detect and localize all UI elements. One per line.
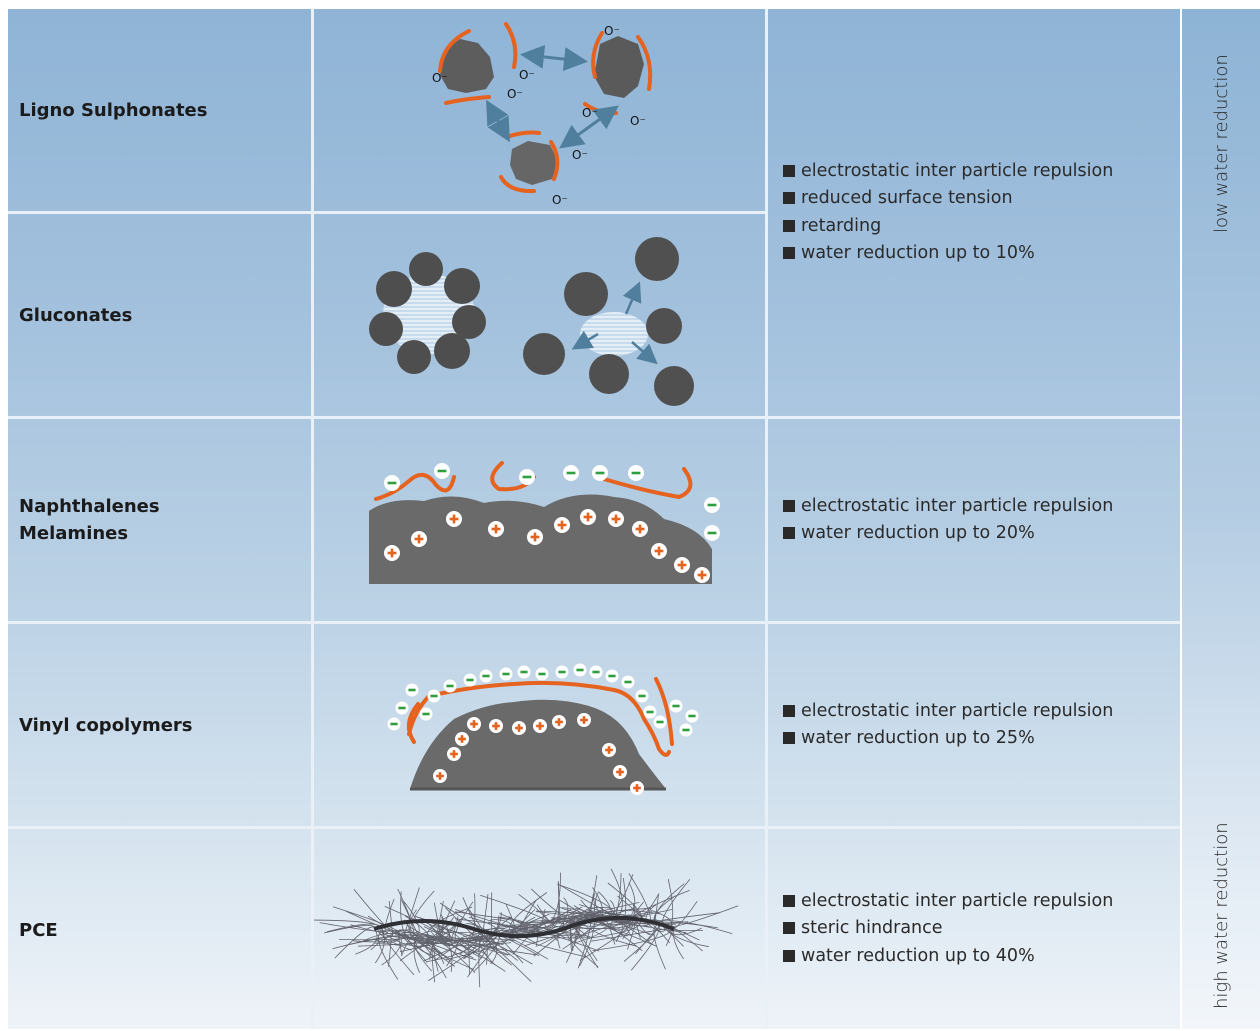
bullet-square-icon	[783, 164, 795, 177]
bullet-square-icon	[783, 219, 795, 232]
list-item: steric hindrance	[783, 915, 1113, 943]
bullet-square-icon	[783, 247, 795, 259]
bullet-square-icon	[783, 922, 795, 935]
admixture-name: PCE	[19, 919, 58, 941]
illustration-cell	[314, 624, 765, 826]
divider	[8, 621, 1180, 624]
description-cell-1: electrostatic inter particle repulsion r…	[768, 9, 1180, 416]
row-vinyl-copolymers: Vinyl copolymers	[8, 624, 1180, 826]
list-item: water reduction up to 25%	[783, 725, 1113, 753]
property-list: electrostatic inter particle repulsion s…	[768, 888, 1113, 971]
particle	[564, 272, 608, 316]
admixture-name: Naphthalenes	[19, 496, 160, 517]
list-item: electrostatic inter particle repulsion	[783, 158, 1113, 186]
admixture-name: Ligno Sulphonates	[19, 99, 208, 121]
particle-2	[594, 36, 644, 98]
charge-label: O⁻	[582, 106, 598, 120]
bullet-square-icon	[783, 894, 795, 907]
row-gluconates: Gluconates	[8, 214, 1180, 416]
bullet-square-icon	[783, 704, 795, 717]
particle	[397, 340, 431, 374]
row-naphthalenes-melamines: Naphthalenes Melamines	[8, 419, 1180, 621]
gluconate-illustration	[369, 237, 694, 406]
illustration-cell: O⁻ O⁻ O⁻ O⁻ O⁻ O⁻ O⁻ O⁻	[314, 9, 765, 211]
particle	[369, 312, 403, 346]
bullet-square-icon	[783, 527, 795, 539]
description-cell-4: electrostatic inter particle repulsion s…	[768, 829, 1180, 1029]
particle-3	[510, 141, 558, 185]
charge-label: O⁻	[432, 71, 448, 85]
list-item: water reduction up to 10%	[783, 240, 1113, 268]
description-cell-3: electrostatic inter particle repulsion w…	[768, 624, 1180, 826]
row-ligno-sulphonates: Ligno Sulphonates	[8, 9, 1180, 211]
particle	[646, 308, 682, 344]
property-list: electrostatic inter particle repulsion w…	[768, 493, 1113, 548]
list-item: reduced surface tension	[783, 185, 1113, 213]
list-item: water reduction up to 20%	[783, 520, 1113, 548]
name-cell: PCE	[8, 829, 311, 1031]
charge-label: O⁻	[572, 148, 588, 162]
particle	[434, 333, 470, 369]
illustration-cell	[314, 829, 765, 1031]
divider	[8, 826, 1180, 829]
charge-label: O⁻	[604, 24, 620, 38]
water-reduction-scale: low water reduction high water reduction	[1182, 9, 1260, 1029]
property-list: electrostatic inter particle repulsion w…	[768, 698, 1113, 753]
divider	[311, 9, 314, 1029]
particle-1	[440, 39, 494, 93]
particle	[523, 333, 565, 375]
row-pce: PCE	[8, 829, 1180, 1031]
charge-label: O⁻	[507, 87, 523, 101]
name-cell: Naphthalenes Melamines	[8, 419, 311, 621]
illustration-cell	[314, 214, 765, 416]
particle	[409, 252, 443, 286]
pce-polymer-brush-illustration	[314, 868, 739, 988]
name-cell: Vinyl copolymers	[8, 624, 311, 826]
particle	[444, 268, 480, 304]
list-item: electrostatic inter particle repulsion	[783, 493, 1113, 521]
charge-label: O⁻	[552, 193, 568, 207]
bullet-square-icon	[783, 192, 795, 204]
cement-surface	[410, 699, 666, 789]
scale-bottom-label: high water reduction	[1211, 822, 1232, 1009]
naphthalene-surface-illustration	[369, 461, 720, 584]
particle	[376, 271, 412, 307]
divider	[8, 211, 768, 214]
vinyl-copolymer-illustration	[387, 663, 699, 795]
charge-label: O⁻	[519, 68, 535, 82]
divider	[765, 9, 768, 1029]
property-list: electrostatic inter particle repulsion r…	[768, 158, 1113, 268]
table-body: Ligno Sulphonates	[8, 9, 1180, 1029]
scale-top-label: low water reduction	[1211, 54, 1232, 233]
admixture-comparison-table: Ligno Sulphonates	[8, 9, 1260, 1029]
illustration-cell	[314, 419, 765, 621]
admixture-name: Vinyl copolymers	[19, 714, 193, 736]
charge-label: O⁻	[630, 114, 646, 128]
particle	[654, 366, 694, 406]
bullet-square-icon	[783, 732, 795, 744]
list-item: electrostatic inter particle repulsion	[783, 888, 1113, 916]
ligno-sulphonate-illustration: O⁻ O⁻ O⁻ O⁻ O⁻ O⁻ O⁻ O⁻	[432, 22, 653, 207]
particle	[452, 305, 486, 339]
list-item: water reduction up to 40%	[783, 943, 1113, 971]
name-cell: Gluconates	[8, 214, 311, 416]
bullet-square-icon	[783, 499, 795, 512]
particle	[589, 354, 629, 394]
list-item: electrostatic inter particle repulsion	[783, 698, 1113, 726]
divider	[8, 416, 1180, 419]
admixture-name: Gluconates	[19, 304, 133, 326]
bullet-square-icon	[783, 949, 795, 962]
admixture-name: Melamines	[19, 523, 129, 544]
particle	[635, 237, 679, 281]
name-cell: Ligno Sulphonates	[8, 9, 311, 211]
description-cell-2: electrostatic inter particle repulsion w…	[768, 419, 1180, 621]
list-item: retarding	[783, 213, 1113, 241]
